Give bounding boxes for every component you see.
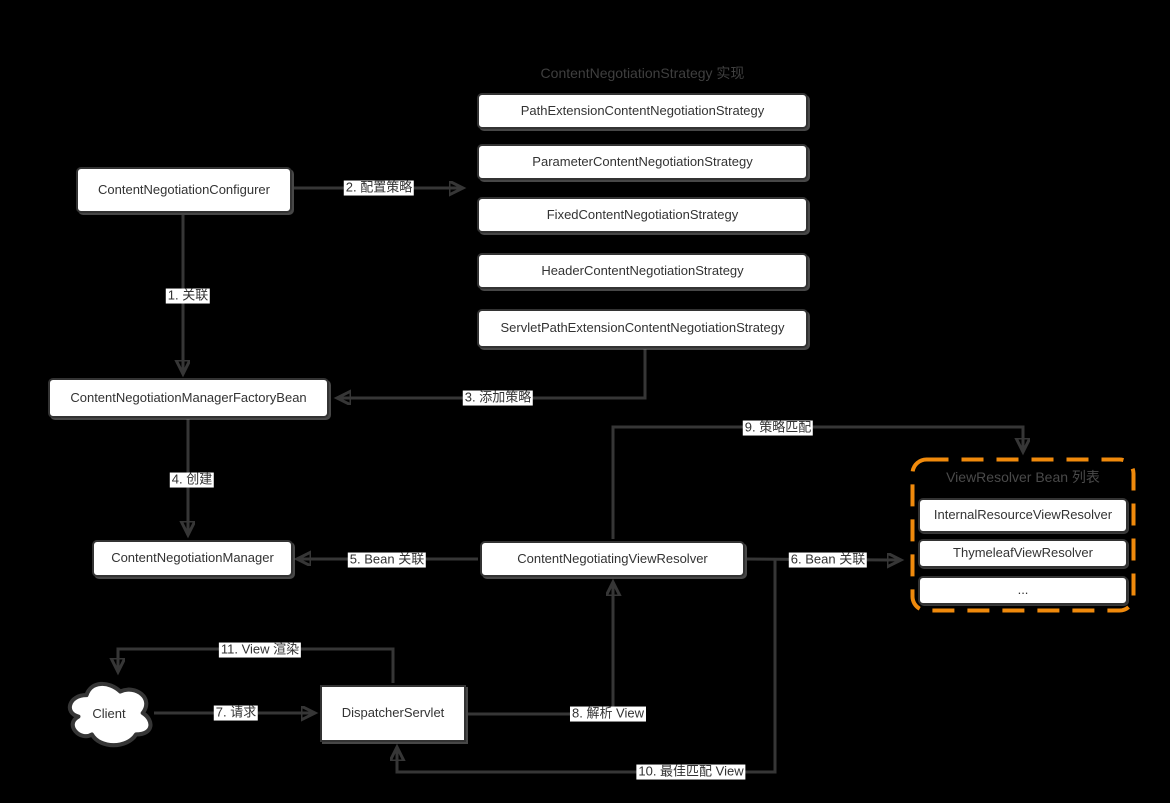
node-servlet-path-extension-strategy: ServletPathExtensionContentNegotiationSt…	[477, 309, 808, 348]
edge-label-4-create: 4. 创建	[169, 471, 215, 488]
edge-9-strategy-match-line	[611, 425, 1023, 539]
node-dispatcher-servlet: DispatcherServlet	[320, 685, 466, 742]
strategy-group-title: ContentNegotiationStrategy 实现	[540, 65, 745, 81]
node-content-negotiation-configurer: ContentNegotiationConfigurer	[76, 167, 292, 213]
client-label: Client	[92, 705, 126, 721]
edge-label-8-resolve-view: 8. 解析 View	[569, 705, 647, 722]
node-content-negotiation-manager-factory-bean: ContentNegotiationManagerFactoryBean	[48, 378, 329, 418]
node-content-negotiation-manager: ContentNegotiationManager	[92, 540, 293, 577]
node-header-strategy: HeaderContentNegotiationStrategy	[477, 253, 808, 289]
node-fixed-strategy: FixedContentNegotiationStrategy	[477, 197, 808, 233]
edge-label-9-strategy-match: 9. 策略匹配	[742, 419, 814, 436]
edge-label-1-associate: 1. 关联	[165, 287, 211, 304]
node-internal-resource-view-resolver: InternalResourceViewResolver	[918, 498, 1128, 533]
edge-8-resolve-view-line	[468, 584, 613, 716]
edge-label-6-bean-associate: 6. Bean 关联	[788, 551, 868, 568]
node-more-resolvers-ellipsis: ...	[918, 576, 1128, 605]
view-resolver-bean-list-group: ViewResolver Bean 列表 InternalResourceVie…	[910, 457, 1136, 613]
node-thymeleaf-view-resolver: ThymeleafViewResolver	[918, 539, 1128, 568]
edge-label-3-add-strategy: 3. 添加策略	[462, 389, 534, 406]
node-content-negotiating-view-resolver: ContentNegotiatingViewResolver	[480, 541, 745, 577]
node-path-extension-strategy: PathExtensionContentNegotiationStrategy	[477, 93, 808, 129]
edge-label-10-best-match-view: 10. 最佳匹配 View	[636, 763, 746, 780]
edge-label-11-view-render: 11. View 渲染	[218, 641, 302, 658]
node-parameter-strategy: ParameterContentNegotiationStrategy	[477, 144, 808, 180]
resolver-group-title: ViewResolver Bean 列表	[946, 469, 1100, 485]
edge-3-add-strategy-line	[339, 349, 647, 398]
edge-10-best-match-view-line	[397, 559, 777, 774]
edge-label-5-bean-associate: 5. Bean 关联	[347, 551, 427, 568]
cloud-icon	[67, 681, 153, 748]
dashed-orange-border	[910, 457, 1136, 613]
edge-label-2-configure-strategy: 2. 配置策略	[343, 179, 415, 196]
edge-label-7-request: 7. 请求	[213, 704, 259, 721]
client-cloud: Client	[64, 677, 154, 749]
